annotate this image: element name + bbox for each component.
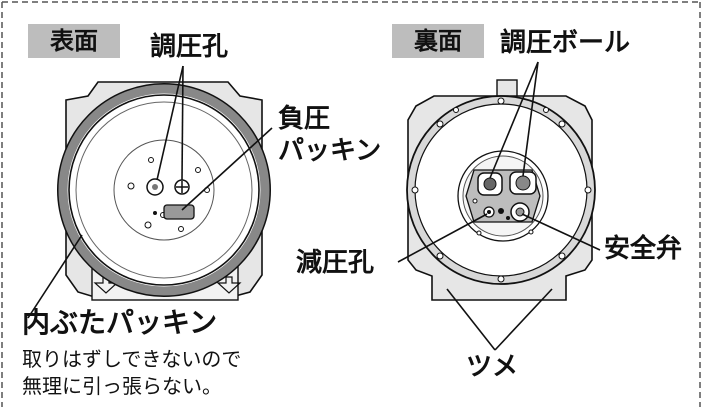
inner-lid-packing-label: 内ぶたパッキン <box>22 306 218 339</box>
negative-pressure-label-line2: パッキン <box>278 136 382 166</box>
caution-note-line2: 無理に引っ張らない。 <box>22 374 222 398</box>
reduce-hole-label: 減圧孔 <box>296 248 375 278</box>
caution-note-line1: 取りはずしできないので <box>22 347 242 371</box>
negative-pressure-label-line1: 負圧 <box>278 104 331 134</box>
front-side-tag: 表面 <box>28 24 120 58</box>
back-side-tag: 裏面 <box>392 24 484 58</box>
safety-valve-label: 安全弁 <box>604 234 683 264</box>
back-leader-lines <box>397 61 601 351</box>
adjust-ball-label: 調圧ボール <box>500 28 631 58</box>
front-lid-illustration <box>57 81 271 301</box>
tabs-label: ツメ <box>466 352 519 382</box>
front-leader-lines <box>27 65 273 319</box>
adjust-hole-label: 調圧孔 <box>150 32 229 62</box>
back-lid-illustration <box>406 79 596 301</box>
